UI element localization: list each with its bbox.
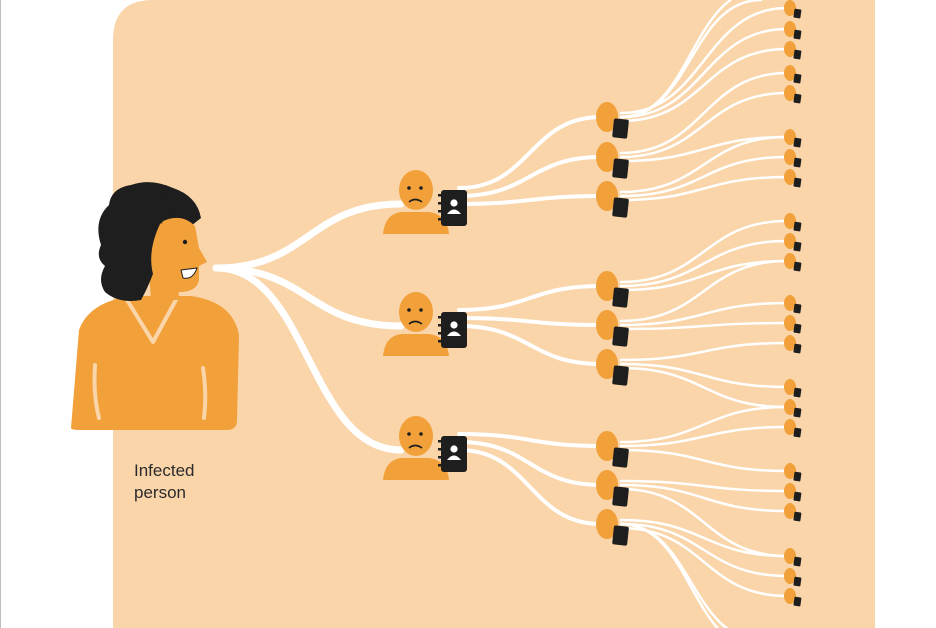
connection-line bbox=[457, 284, 603, 312]
infected-person-label: Infected person bbox=[134, 460, 254, 504]
worried-person-icon bbox=[383, 416, 467, 480]
connection-line bbox=[457, 448, 603, 526]
worried-person-icon bbox=[383, 170, 467, 234]
connection-line bbox=[619, 362, 789, 389]
connection-line bbox=[619, 448, 789, 473]
connection-line bbox=[619, 405, 789, 444]
background-panel bbox=[113, 0, 875, 628]
small-person-icon bbox=[596, 102, 629, 139]
infected-person-neckline bbox=[125, 297, 179, 344]
address-book-icon bbox=[438, 312, 467, 348]
third-level-contacts bbox=[784, 0, 802, 607]
tiny-person-icon bbox=[784, 335, 802, 354]
first-contacts bbox=[383, 170, 467, 480]
connection-line bbox=[619, 219, 789, 284]
connection-line bbox=[457, 324, 603, 366]
worried-person-icon bbox=[383, 292, 467, 356]
connection-line bbox=[212, 200, 405, 272]
connection-line bbox=[619, 27, 789, 119]
tiny-person-icon bbox=[784, 41, 802, 60]
connection-line bbox=[619, 425, 789, 448]
connection-line bbox=[619, 71, 789, 155]
tiny-person-icon bbox=[784, 233, 802, 252]
small-person-icon bbox=[596, 310, 629, 347]
infected-person-icon bbox=[71, 182, 239, 430]
connection-line bbox=[619, 321, 789, 331]
connection-line bbox=[619, 522, 789, 578]
connection-line bbox=[619, 135, 789, 194]
small-person-icon bbox=[596, 181, 629, 218]
tiny-person-icon bbox=[784, 315, 802, 334]
small-person-icon bbox=[596, 349, 629, 386]
connection-line bbox=[619, 175, 789, 202]
connection-line bbox=[457, 316, 603, 327]
connection-line bbox=[619, 366, 789, 409]
tiny-person-icon bbox=[784, 129, 802, 148]
tiny-person-icon bbox=[784, 213, 802, 232]
connection-line bbox=[619, 487, 789, 558]
tiny-person-icon bbox=[784, 399, 802, 418]
connection-line bbox=[619, 483, 789, 513]
connection-line bbox=[457, 155, 603, 198]
tiny-person-icon bbox=[784, 588, 802, 607]
connection-line bbox=[457, 432, 603, 448]
connection-line bbox=[619, 259, 789, 323]
tiny-person-icon bbox=[784, 149, 802, 168]
connection-line bbox=[619, 522, 720, 628]
small-person-icon bbox=[596, 470, 629, 507]
connection-line bbox=[619, 518, 789, 558]
infected-label-line2: person bbox=[134, 483, 186, 502]
connection-line bbox=[619, 155, 789, 198]
tiny-person-icon bbox=[784, 0, 802, 19]
connection-line bbox=[619, 47, 789, 123]
connection-line bbox=[619, 479, 789, 493]
infected-label-line1: Infected bbox=[134, 461, 195, 480]
connection-line bbox=[212, 264, 405, 454]
tiny-person-icon bbox=[784, 419, 802, 438]
tiny-person-icon bbox=[784, 483, 802, 502]
tiny-person-icon bbox=[784, 21, 802, 40]
connection-line bbox=[457, 440, 603, 487]
connection-line bbox=[619, 91, 789, 159]
connection-line bbox=[619, 239, 789, 288]
connection-line bbox=[212, 264, 405, 330]
tiny-person-icon bbox=[784, 253, 802, 272]
tiny-person-icon bbox=[784, 65, 802, 84]
connection-line bbox=[619, 301, 789, 327]
connection-line bbox=[619, 341, 789, 362]
connection-lines bbox=[212, 0, 789, 628]
small-person-icon bbox=[596, 431, 629, 468]
small-person-icon bbox=[596, 509, 629, 546]
connection-line bbox=[619, 0, 763, 119]
address-book-icon bbox=[438, 190, 467, 226]
tiny-person-icon bbox=[784, 568, 802, 587]
small-person-icon bbox=[596, 142, 629, 179]
address-book-icon bbox=[438, 436, 467, 472]
second-level-contacts bbox=[596, 102, 629, 546]
connection-line bbox=[457, 194, 603, 206]
tiny-person-icon bbox=[784, 295, 802, 314]
tiny-person-icon bbox=[784, 503, 802, 522]
tiny-person-icon bbox=[784, 548, 802, 567]
small-person-icon bbox=[596, 271, 629, 308]
tiny-person-icon bbox=[784, 85, 802, 104]
connection-line bbox=[457, 115, 603, 190]
infected-person-body bbox=[71, 296, 239, 430]
tiny-person-icon bbox=[784, 169, 802, 188]
tiny-person-icon bbox=[784, 463, 802, 482]
tiny-person-icon bbox=[784, 379, 802, 398]
